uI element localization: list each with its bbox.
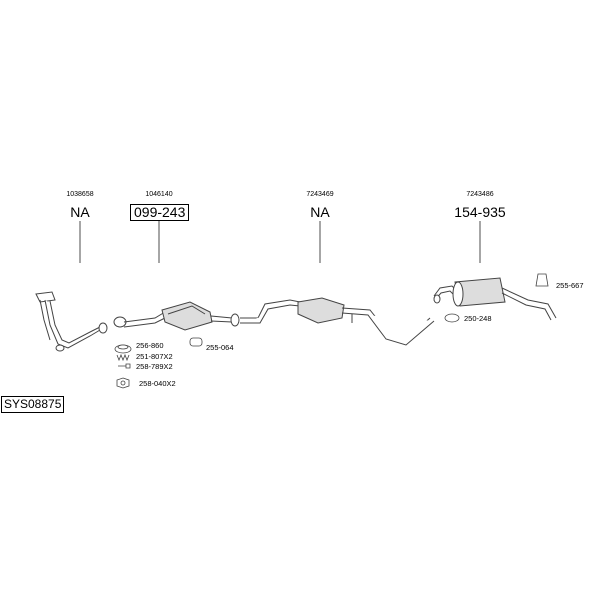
part-label-clamp: 250-248 [464, 314, 492, 323]
clamp-icon [444, 313, 460, 323]
hardware-icons [114, 273, 549, 389]
catalytic-converter [113, 301, 240, 331]
part-code-3: NA [310, 204, 330, 220]
part-label-gasket: 256-860 [136, 341, 164, 350]
system-id-label: SYS08875 [1, 396, 65, 413]
center-pipe [240, 297, 435, 346]
bolt-icon [118, 363, 131, 369]
part-label-mount: 255-667 [556, 281, 584, 290]
ref-number-4: 7243486 [466, 191, 494, 198]
part-code-1: NA [70, 204, 90, 220]
spring-icon [116, 353, 130, 362]
mount-icon [535, 273, 549, 287]
ref-number-3: 7243469 [306, 191, 334, 198]
part-label-nut: 258-040X2 [139, 379, 176, 388]
part-code-4: 154-935 [454, 204, 506, 220]
hanger-icon [189, 337, 203, 347]
part-label-hanger: 255-064 [206, 343, 234, 352]
ref-number-2: 1046140 [145, 191, 173, 198]
part-code-2: 099-243 [130, 204, 190, 221]
part-label-spring: 251-807X2 [136, 352, 173, 361]
ref-number-1: 1038658 [66, 191, 94, 198]
front-pipe [35, 291, 108, 352]
rear-muffler [433, 277, 557, 321]
part-label-bolt: 258-789X2 [136, 362, 173, 371]
